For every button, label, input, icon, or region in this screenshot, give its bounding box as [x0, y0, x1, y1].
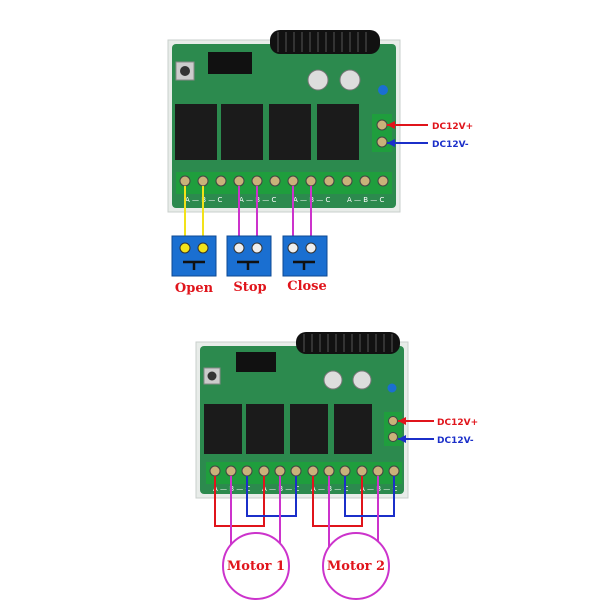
- capacitor: [339, 69, 361, 91]
- motor-wiring: [214, 476, 395, 548]
- motor-1: Motor 1: [222, 532, 290, 600]
- arrow-left-icon: [387, 121, 395, 129]
- relay-2: [246, 404, 284, 454]
- power-positive-label: DC12V+: [437, 418, 478, 428]
- motor-icon: [322, 532, 390, 600]
- terminal-group-label: A — B — C: [347, 196, 384, 204]
- power-negative-label: DC12V-: [432, 140, 469, 150]
- terminal-strip: [176, 172, 392, 194]
- top-relay-board: A — B — C A — B — C A — B — C A — B — C: [167, 30, 401, 213]
- motor-1-label: Motor 1: [227, 559, 285, 574]
- led: [378, 85, 388, 95]
- antenna-coil: [296, 332, 400, 354]
- arrow-left-icon: [398, 435, 406, 443]
- capacitor: [352, 370, 372, 390]
- power-negative-label: DC12V-: [437, 436, 474, 446]
- arrow-left-icon: [387, 139, 395, 147]
- close-label: Close: [287, 279, 327, 294]
- capacitor: [323, 370, 343, 390]
- bottom-power-wires: DC12V+ DC12V-: [398, 417, 478, 446]
- relay-2: [221, 104, 263, 160]
- relay-4: [317, 104, 359, 160]
- switch-symbol-icon: [293, 260, 315, 270]
- open-label: Open: [175, 281, 214, 296]
- switch-symbol-icon: [183, 260, 205, 270]
- relay-3: [269, 104, 311, 160]
- stop-button-switch: [226, 235, 272, 277]
- ic-chip: [236, 352, 276, 372]
- terminal-strip: [206, 462, 402, 484]
- relay-1: [204, 404, 242, 454]
- power-positive-label: DC12V+: [432, 122, 473, 132]
- stop-label: Stop: [233, 280, 266, 295]
- motor-2-label: Motor 2: [327, 559, 385, 574]
- capacitor: [307, 69, 329, 91]
- antenna-coil: [270, 30, 380, 54]
- relay-3: [290, 404, 328, 454]
- arrow-left-icon: [398, 417, 406, 425]
- led: [387, 383, 397, 393]
- top-button-wires: [184, 186, 312, 240]
- bottom-relay-board: A — B — C A — B — C A — B — C A — B — C: [195, 332, 409, 499]
- relay-1: [175, 104, 217, 160]
- relay-4: [334, 404, 372, 454]
- motor-icon: [222, 532, 290, 600]
- motor-2: Motor 2: [322, 532, 390, 600]
- switch-symbol-icon: [237, 260, 259, 270]
- close-button-switch: [282, 235, 328, 277]
- ic-chip: [208, 52, 252, 74]
- top-power-wires: DC12V+ DC12V-: [387, 121, 473, 150]
- open-button-switch: [171, 235, 217, 277]
